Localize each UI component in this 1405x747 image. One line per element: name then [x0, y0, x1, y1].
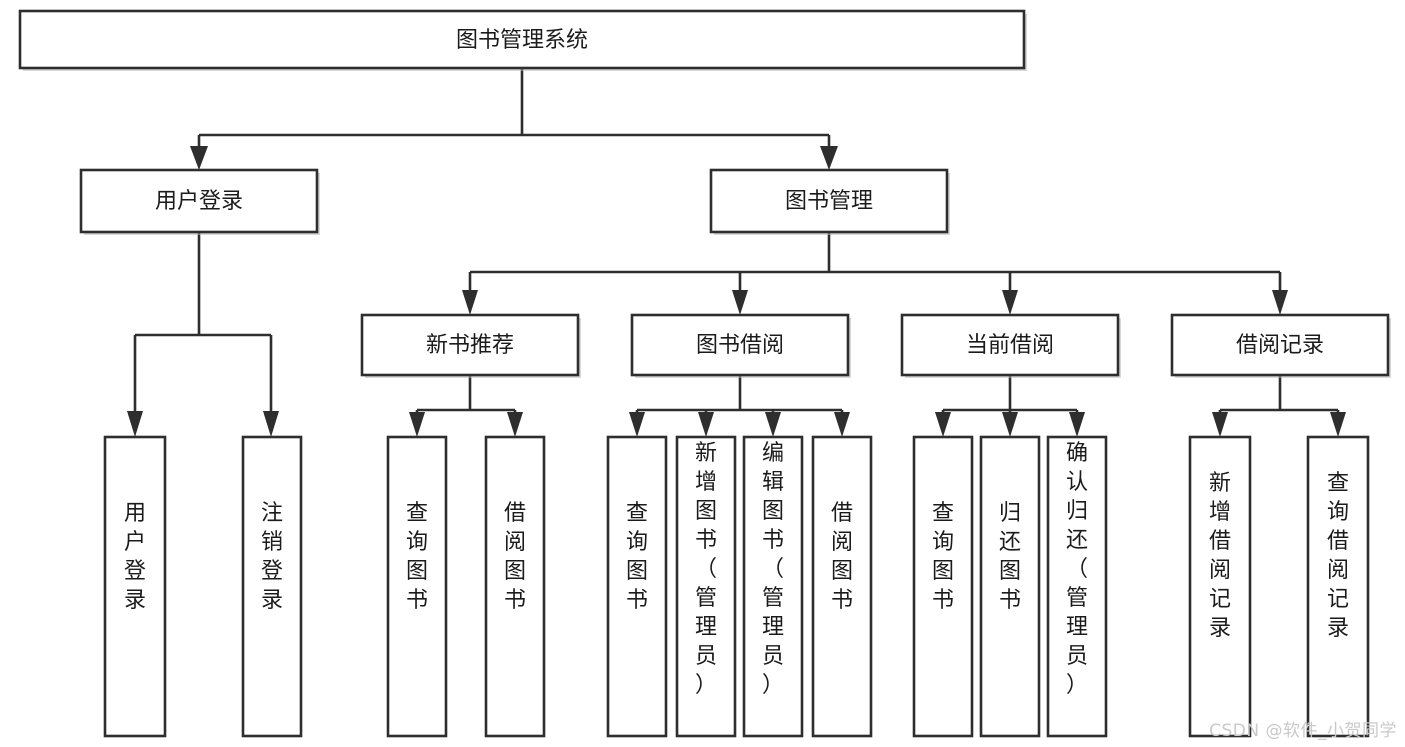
node-leaf-bb-add-book[interactable]: 新增图书（管理员）	[675, 435, 737, 738]
node-leaf-user-logout-label: 注销登录	[261, 501, 283, 613]
node-leaf-bb-query-book-label: 查询图书	[626, 501, 648, 613]
arrow-head-bb-query-book	[629, 412, 645, 437]
node-new-book-recommend-label: 新书推荐	[426, 333, 514, 358]
node-leaf-nbr-query-book[interactable]: 查询图书	[386, 435, 448, 738]
node-leaf-cb-confirm-return-label: 确认归还（管理员）	[1066, 441, 1088, 698]
node-leaf-bb-edit-book[interactable]: 编辑图书（管理员）	[742, 435, 804, 738]
arrow-head-bb-borrow-book	[834, 412, 850, 437]
connector-group-user-login	[127, 232, 279, 437]
connector-group-book-management	[462, 232, 1288, 315]
node-current-borrow[interactable]: 当前借阅	[900, 313, 1121, 378]
node-leaf-nbr-borrow-book-label: 借阅图书	[504, 501, 526, 613]
node-book-borrow-label: 图书借阅	[696, 333, 784, 358]
arrow-head-borrow-record	[1272, 290, 1288, 315]
node-leaf-user-logout[interactable]: 注销登录	[241, 435, 303, 738]
node-leaf-user-login[interactable]: 用户登录	[103, 435, 167, 738]
node-leaf-br-query-record-label: 查询借阅记录	[1327, 471, 1349, 641]
arrow-head-br-add-record	[1212, 412, 1228, 437]
arrow-head-cb-query-book	[935, 412, 951, 437]
node-root-label: 图书管理系统	[456, 28, 588, 53]
arrow-head-to-book-management	[820, 146, 838, 170]
node-leaf-bb-add-book-label: 新增图书（管理员）	[695, 441, 717, 698]
node-leaf-cb-return-book[interactable]: 归还图书	[979, 435, 1041, 738]
arrow-head-br-query-record	[1330, 412, 1346, 437]
node-leaf-nbr-query-book-label: 查询图书	[406, 501, 428, 613]
node-leaf-bb-borrow-book[interactable]: 借阅图书	[811, 435, 873, 738]
node-leaf-cb-confirm-return[interactable]: 确认归还（管理员）	[1046, 435, 1108, 738]
arrow-head-cb-return-book	[1002, 412, 1018, 437]
node-leaf-bb-edit-book-label: 编辑图书（管理员）	[762, 441, 784, 698]
node-user-login[interactable]: 用户登录	[79, 168, 320, 235]
arrow-head-user-login-leaf	[127, 411, 143, 437]
arrow-head-book-borrow	[732, 290, 748, 315]
node-leaf-cb-query-book-label: 查询图书	[932, 501, 954, 613]
node-leaf-bb-borrow-book-label: 借阅图书	[831, 501, 853, 613]
node-leaf-br-add-record-label: 新增借阅记录	[1209, 471, 1231, 641]
arrow-head-to-user-login	[190, 146, 208, 170]
arrow-head-user-logout-leaf	[263, 411, 279, 437]
node-leaf-user-login-label: 用户登录	[124, 501, 146, 613]
node-leaf-cb-return-book-label: 归还图书	[999, 501, 1021, 613]
node-leaf-br-add-record[interactable]: 新增借阅记录	[1188, 435, 1252, 738]
node-user-login-label: 用户登录	[155, 189, 243, 214]
node-new-book-recommend[interactable]: 新书推荐	[360, 313, 581, 378]
arrow-head-current-borrow	[1002, 290, 1018, 315]
connector-group-borrow-record	[1212, 375, 1346, 437]
connector-group-current-borrow	[935, 375, 1085, 437]
node-book-borrow[interactable]: 图书借阅	[630, 313, 851, 378]
connector-group-root	[190, 68, 838, 170]
connector-group-new-book-recommend	[409, 375, 523, 437]
node-leaf-nbr-borrow-book[interactable]: 借阅图书	[484, 435, 546, 738]
node-borrow-record[interactable]: 借阅记录	[1170, 313, 1391, 378]
arrow-head-new-book-recommend	[462, 290, 478, 315]
node-book-management-label: 图书管理	[785, 189, 873, 214]
arrow-head-nbr-query-book	[409, 412, 425, 437]
arrow-head-bb-edit-book	[765, 412, 781, 437]
arrow-head-bb-add-book	[698, 412, 714, 437]
connector-group-book-borrow	[629, 375, 850, 437]
node-current-borrow-label: 当前借阅	[966, 333, 1054, 358]
node-leaf-bb-query-book[interactable]: 查询图书	[606, 435, 668, 738]
node-leaf-cb-query-book[interactable]: 查询图书	[912, 435, 974, 738]
node-leaf-br-query-record[interactable]: 查询借阅记录	[1306, 435, 1370, 738]
node-book-management[interactable]: 图书管理	[709, 168, 950, 235]
arrow-head-nbr-borrow-book	[507, 412, 523, 437]
arrow-head-cb-confirm-return	[1069, 412, 1085, 437]
node-root[interactable]: 图书管理系统	[18, 9, 1027, 71]
node-borrow-record-label: 借阅记录	[1236, 333, 1324, 358]
